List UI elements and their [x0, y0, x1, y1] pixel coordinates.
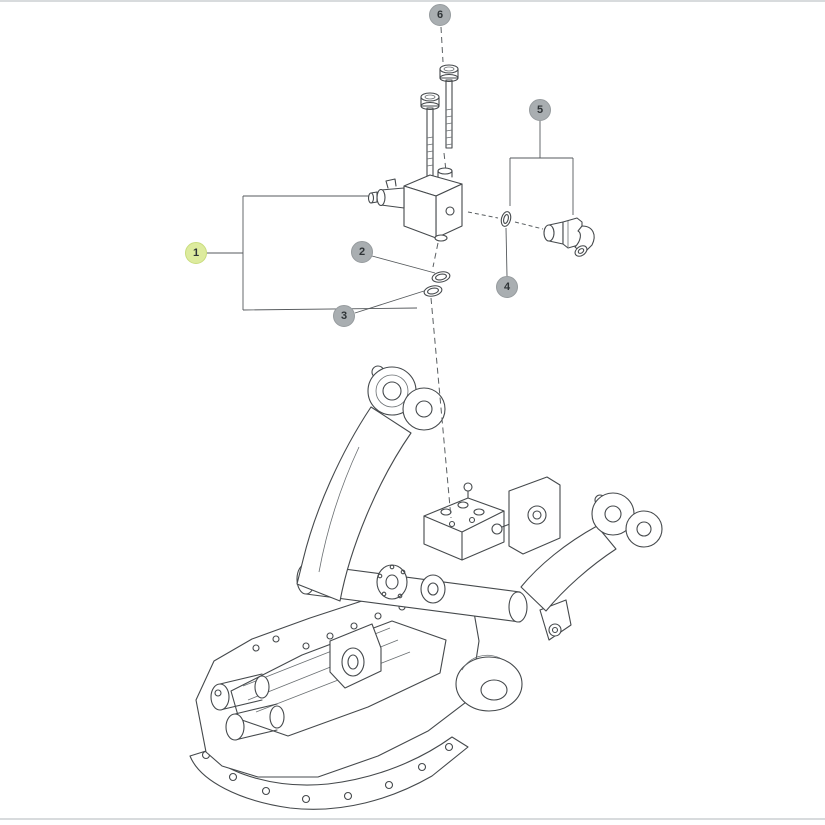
lift-arm-left-drawing — [296, 365, 446, 602]
callout-leader-lines — [207, 121, 574, 314]
bolt-drawing-lower — [420, 92, 440, 177]
elbow-fitting-drawing — [543, 217, 595, 257]
callout-1-label: 1 — [192, 246, 200, 259]
valve-body-drawing — [367, 167, 463, 242]
main-assembly-drawing — [189, 584, 572, 810]
callout-1[interactable]: 1 — [185, 242, 207, 264]
oring-small-drawing — [500, 211, 512, 227]
frame-bottom-border — [0, 818, 825, 820]
callout-2-label: 2 — [358, 245, 366, 258]
callout-6-label: 6 — [436, 8, 444, 21]
alignment-dashed-lines — [430, 26, 544, 519]
callout-3[interactable]: 3 — [333, 305, 355, 327]
oring-pair-drawing — [423, 271, 451, 297]
frame-top-border — [0, 0, 825, 2]
callout-2[interactable]: 2 — [351, 241, 373, 263]
lift-arm-right-drawing — [520, 492, 663, 612]
exploded-valve-group — [367, 64, 595, 297]
callout-5[interactable]: 5 — [529, 99, 551, 121]
callout-4[interactable]: 4 — [496, 276, 518, 298]
bolt-drawing-upper — [439, 64, 459, 149]
callout-3-label: 3 — [340, 309, 348, 322]
callout-6[interactable]: 6 — [429, 4, 451, 26]
valve-mount-drawing — [423, 476, 561, 561]
callout-5-label: 5 — [536, 103, 544, 116]
callout-4-label: 4 — [503, 280, 511, 293]
